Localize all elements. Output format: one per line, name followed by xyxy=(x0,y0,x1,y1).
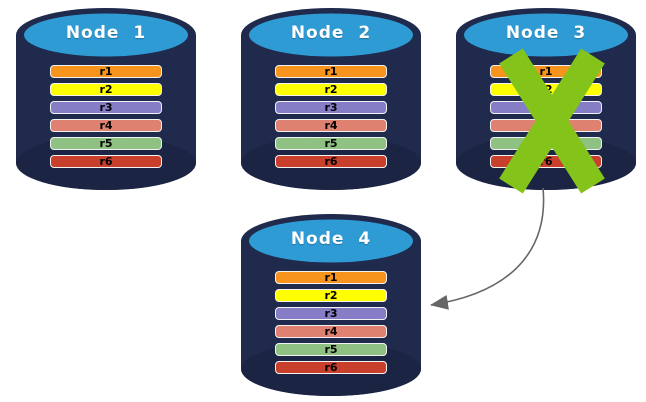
node-2: Node 2 r1 r2 r3 r4 r5 r6 xyxy=(241,8,421,190)
replica-label: r1 xyxy=(99,65,113,78)
replica-bar: r5 xyxy=(275,137,387,150)
replica-bar: r1 xyxy=(275,271,387,284)
replica-bar: r6 xyxy=(275,361,387,374)
replica-label: r2 xyxy=(324,83,338,96)
replica-label: r5 xyxy=(324,343,338,356)
failure-x-icon xyxy=(492,47,612,195)
replica-bar: r4 xyxy=(275,119,387,132)
replica-label: r6 xyxy=(324,361,338,374)
node-4: Node 4 r1 r2 r3 r4 r5 r6 xyxy=(241,214,421,396)
replica-bar: r3 xyxy=(275,307,387,320)
replica-bar: r2 xyxy=(275,289,387,302)
replica-label: r4 xyxy=(324,119,338,132)
replica-label: r3 xyxy=(99,101,113,114)
replica-stack: r1 r2 r3 r4 r5 r6 xyxy=(50,65,162,173)
node-label: Node 1 xyxy=(65,23,147,43)
replica-label: r3 xyxy=(324,101,338,114)
replica-label: r2 xyxy=(99,83,113,96)
replica-label: r6 xyxy=(539,155,553,168)
replica-label: r3 xyxy=(324,307,338,320)
replica-stack: r1 r2 r3 r4 r5 r6 xyxy=(275,65,387,173)
node-label: Node 3 xyxy=(505,23,587,43)
replica-bar: r2 xyxy=(50,83,162,96)
replica-label: r6 xyxy=(324,155,338,168)
replica-bar: r3 xyxy=(50,101,162,114)
replica-bar: r5 xyxy=(50,137,162,150)
node-label: Node 2 xyxy=(290,23,372,43)
replica-bar: r6 xyxy=(50,155,162,168)
node-1: Node 1 r1 r2 r3 r4 r5 r6 xyxy=(16,8,196,190)
replica-bar: r1 xyxy=(50,65,162,78)
replica-bar: r1 xyxy=(275,65,387,78)
replica-bar: r5 xyxy=(275,343,387,356)
replica-bar: r6 xyxy=(275,155,387,168)
replica-bar: r4 xyxy=(50,119,162,132)
replica-label: r4 xyxy=(324,325,338,338)
replica-label: r4 xyxy=(99,119,113,132)
replica-stack: r1 r2 r3 r4 r5 r6 xyxy=(275,271,387,379)
replica-label: r2 xyxy=(324,289,338,302)
replica-label: r1 xyxy=(324,65,338,78)
replica-label: r1 xyxy=(539,65,553,78)
replica-bar: r2 xyxy=(275,83,387,96)
replica-bar: r3 xyxy=(275,101,387,114)
replica-bar: r4 xyxy=(275,325,387,338)
replica-label: r5 xyxy=(99,137,113,150)
replica-label: r6 xyxy=(99,155,113,168)
replica-label: r1 xyxy=(324,271,338,284)
node-label: Node 4 xyxy=(290,229,372,249)
replica-label: r5 xyxy=(324,137,338,150)
